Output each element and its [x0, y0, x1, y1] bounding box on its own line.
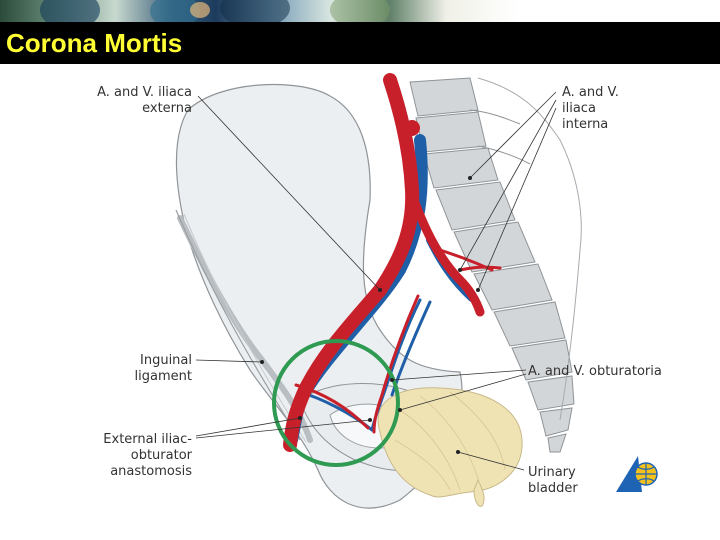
label-anastomosis: External iliac- obturator anastomosis — [103, 432, 192, 479]
pelvis-illustration — [175, 73, 582, 509]
label-urinary-bladder: Urinary bladder — [528, 465, 578, 496]
header-banner-image — [0, 0, 720, 22]
urinary-bladder — [377, 387, 523, 498]
label-inguinal-ligament: Inguinal ligament — [134, 353, 192, 384]
publisher-logo-icon — [616, 456, 658, 492]
leader-lines — [195, 91, 557, 471]
label-external-iliac: A. and V. iliaca externa — [97, 85, 192, 116]
slide-title: Corona Mortis — [6, 28, 183, 58]
label-obturator: A. and V. obturatoria — [528, 364, 662, 379]
spine — [409, 77, 582, 453]
label-internal-iliac: A. and V. iliaca interna — [562, 85, 619, 132]
anastomosis-highlight-circle — [272, 339, 400, 467]
inguinal-ligament-line — [175, 209, 301, 441]
title-bar: Corona Mortis — [0, 22, 720, 64]
